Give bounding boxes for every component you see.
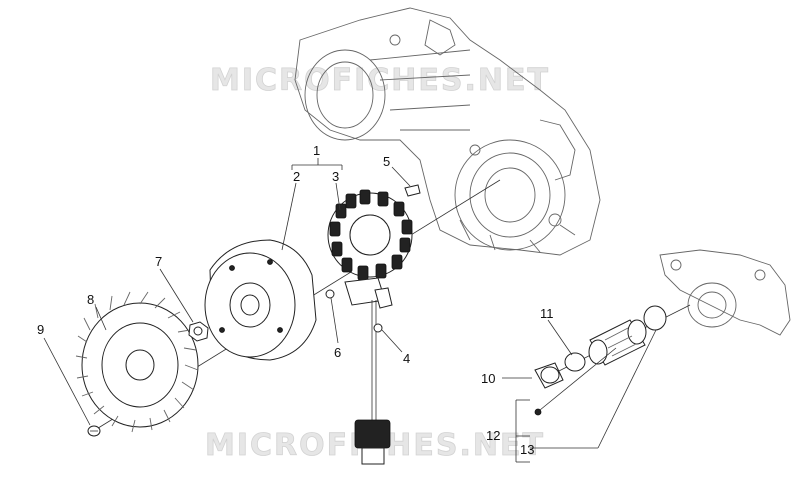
- callout-1: 1: [313, 143, 320, 158]
- oil-filter-assembly: [534, 304, 691, 389]
- watermark-top: MICROFICHES.NET: [210, 63, 550, 98]
- screw: [87, 425, 101, 437]
- flywheel-nut: [188, 321, 209, 342]
- callout-12: 12: [486, 428, 500, 443]
- callout-labels: 1 2 3 4 5 6 7 8 9 10 11 12 13: [37, 143, 554, 457]
- callout-7: 7: [155, 254, 162, 269]
- stator: [327, 189, 413, 281]
- callout-6: 6: [334, 345, 341, 360]
- engine-fragment-right: [659, 249, 791, 336]
- callout-2: 2: [293, 169, 300, 184]
- cooling-fan: [75, 291, 199, 433]
- pickup-screw: [325, 289, 335, 299]
- bracket-screw: [373, 323, 383, 333]
- callout-4: 4: [403, 351, 410, 366]
- callout-13: 13: [520, 442, 534, 457]
- callout-3: 3: [332, 169, 339, 184]
- callout-10: 10: [481, 371, 495, 386]
- pickup-sensor: [344, 277, 393, 465]
- crankcase-housing: [294, 7, 601, 256]
- callout-9: 9: [37, 322, 44, 337]
- stator-clip: [404, 184, 421, 197]
- leader-lines: [43, 158, 657, 463]
- flywheel-rotor: [204, 239, 317, 361]
- callout-5: 5: [383, 154, 390, 169]
- callout-11: 11: [540, 306, 554, 321]
- callout-8: 8: [87, 292, 94, 307]
